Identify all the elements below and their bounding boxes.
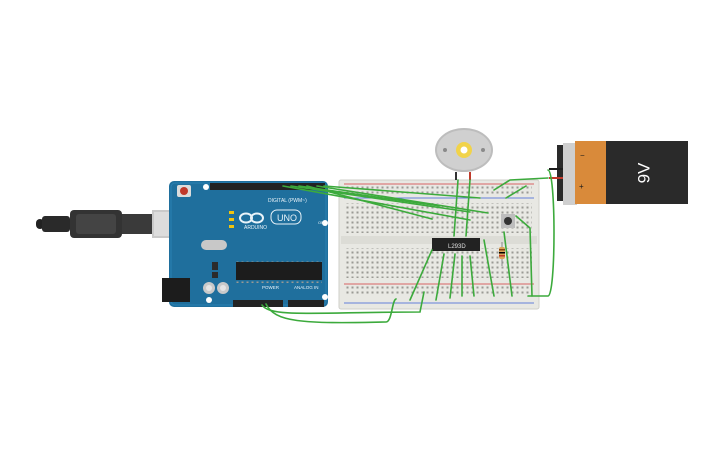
wire — [469, 255, 475, 297]
wire — [435, 253, 445, 301]
battery-9v[interactable]: 9V − + — [549, 141, 688, 205]
wire — [306, 185, 433, 220]
wire — [493, 177, 549, 191]
analog-header[interactable] — [288, 300, 324, 307]
power-label: POWER — [262, 285, 280, 290]
digital-header[interactable] — [210, 183, 325, 190]
battery-voltage: 9V — [634, 162, 653, 183]
wire — [316, 185, 489, 214]
wire — [527, 169, 555, 297]
wire — [453, 179, 459, 237]
arduino-logo-icon — [239, 212, 264, 224]
resistor-icon[interactable] — [499, 242, 505, 266]
dc-motor-icon[interactable] — [435, 128, 493, 180]
power-jack[interactable] — [162, 278, 190, 302]
analog-label: ANALOG IN — [294, 285, 319, 290]
power-header[interactable] — [233, 300, 283, 307]
wire — [409, 249, 433, 301]
wire — [261, 291, 425, 315]
wire — [282, 185, 471, 221]
wire — [505, 185, 527, 199]
model-label: UNO — [277, 213, 297, 223]
push-button-icon[interactable] — [501, 214, 515, 228]
wire — [503, 231, 513, 297]
wire — [483, 239, 495, 297]
usb-cable-icon[interactable] — [36, 210, 184, 238]
digital-label: DIGITAL (PWM~) — [268, 198, 307, 204]
arduino-uno-board[interactable]: DIGITAL (PWM~) ARDUINO UNO ON POWER — [162, 181, 328, 307]
wire — [515, 215, 533, 297]
battery-minus-label: − — [580, 151, 585, 160]
l293d-chip[interactable]: L293D — [432, 238, 480, 251]
wire — [323, 185, 481, 199]
battery-plus-label: + — [579, 182, 584, 191]
wire — [449, 253, 456, 299]
atmega-chip — [236, 262, 322, 280]
wires[interactable] — [261, 169, 555, 324]
wire — [465, 179, 471, 237]
chip-label: L293D — [448, 244, 466, 250]
brand-label: ARDUINO — [244, 225, 267, 231]
wire — [265, 298, 397, 324]
on-label: ON — [318, 220, 324, 225]
